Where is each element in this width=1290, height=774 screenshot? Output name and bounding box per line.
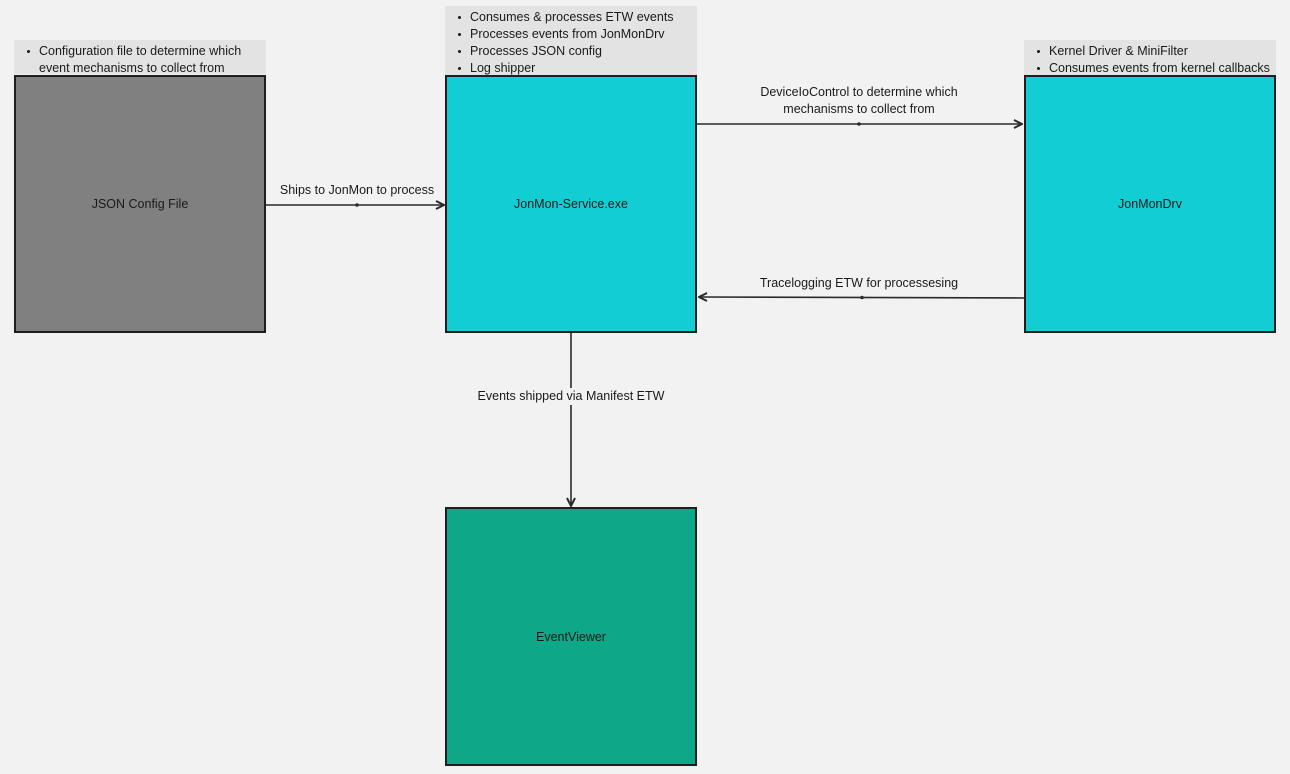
node-jonmondrv-label: JonMonDrv: [1118, 197, 1182, 211]
driver-note-item: Kernel Driver & MiniFilter: [1037, 43, 1272, 60]
service-note-item: Processes events from JonMonDrv: [458, 26, 693, 43]
edge-driver-to-service-midpoint: [860, 295, 864, 300]
edge-label-service-to-viewer: Events shipped via Manifest ETW: [461, 388, 681, 405]
driver-note: Kernel Driver & MiniFilter Consumes even…: [1024, 40, 1276, 75]
service-note-item: Consumes & processes ETW events: [458, 9, 693, 26]
driver-note-item: Consumes events from kernel callbacks: [1037, 60, 1272, 77]
node-eventviewer-label: EventViewer: [536, 629, 606, 644]
node-jonmon-service[interactable]: JonMon-Service.exe: [445, 75, 697, 333]
driver-note-list: Kernel Driver & MiniFilter Consumes even…: [1036, 43, 1272, 77]
node-jonmon-service-label: JonMon-Service.exe: [514, 197, 628, 211]
node-jonmondrv[interactable]: JonMonDrv: [1024, 75, 1276, 333]
edge-label-service-to-driver-line: DeviceIoControl to determine which: [760, 85, 958, 99]
edge-label-service-to-driver: DeviceIoControl to determine which mecha…: [730, 84, 988, 118]
service-note-item: Log shipper: [458, 60, 693, 77]
edge-label-service-to-driver-line: mechanisms to collect from: [783, 102, 935, 116]
edge-label-config-to-service: Ships to JonMon to process: [279, 183, 435, 197]
edge-config-to-service-midpoint: [355, 203, 359, 207]
config-note: Configuration file to determine which ev…: [14, 40, 266, 77]
node-json-config-file[interactable]: JSON Config File: [14, 75, 266, 333]
service-note-list: Consumes & processes ETW events Processe…: [457, 9, 693, 77]
config-note-item: Configuration file to determine which ev…: [27, 43, 262, 77]
node-json-config-file-label: JSON Config File: [91, 197, 189, 211]
edge-label-driver-to-service: Tracelogging ETW for processesing: [759, 276, 959, 290]
service-note: Consumes & processes ETW events Processe…: [445, 6, 697, 75]
node-eventviewer[interactable]: EventViewer: [445, 507, 697, 766]
config-note-list: Configuration file to determine which ev…: [26, 43, 262, 77]
service-note-item: Processes JSON config: [458, 43, 693, 60]
edge-service-to-driver-midpoint: [857, 122, 861, 126]
